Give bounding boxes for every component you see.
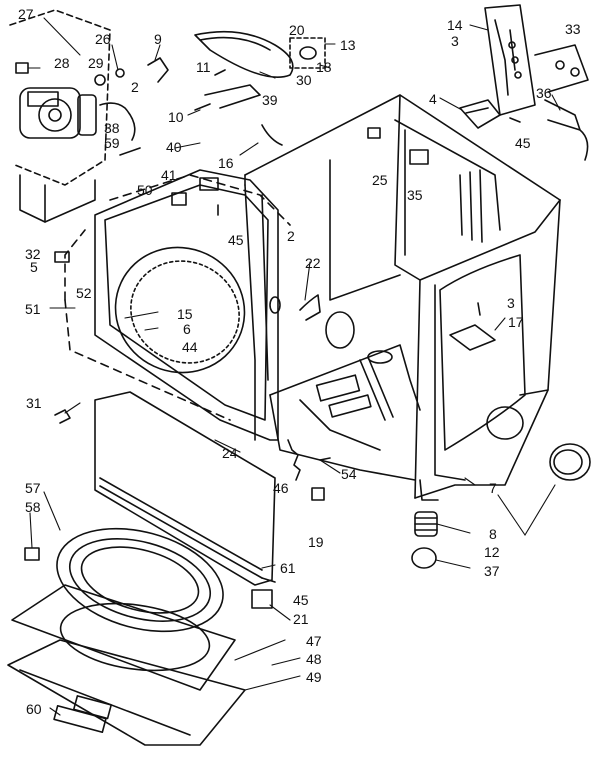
callout-12: 12 bbox=[484, 544, 500, 560]
callout-19: 19 bbox=[308, 534, 324, 550]
callout-3-right: 3 bbox=[507, 295, 515, 311]
door-assembly bbox=[7, 527, 273, 746]
callout-41: 41 bbox=[161, 167, 177, 183]
callout-14: 14 bbox=[447, 17, 463, 33]
belt-assembly bbox=[194, 30, 326, 111]
callout-33: 33 bbox=[565, 21, 581, 37]
callout-16: 16 bbox=[218, 155, 234, 171]
callout-45-low: 45 bbox=[293, 592, 309, 608]
callout-31: 22 bbox=[305, 255, 321, 271]
callout-20: 20 bbox=[289, 22, 305, 38]
callout-4: 4 bbox=[429, 91, 437, 107]
callout-57: 57 bbox=[25, 480, 41, 496]
small-parts bbox=[54, 117, 591, 583]
callout-13: 13 bbox=[340, 37, 356, 53]
toe-panel bbox=[94, 391, 325, 586]
callout-29: 29 bbox=[88, 55, 104, 71]
callout-58: 58 bbox=[25, 499, 41, 515]
callout-2-mid: 2 bbox=[287, 228, 295, 244]
callout-45-mid: 45 bbox=[228, 232, 244, 248]
callout-38: 38 bbox=[104, 120, 120, 136]
callout-17: 54 bbox=[341, 466, 357, 482]
callout-50: 50 bbox=[137, 182, 153, 198]
callout-2-top: 2 bbox=[131, 79, 139, 95]
callout-54: 24 bbox=[222, 445, 238, 461]
front-panel bbox=[64, 124, 291, 441]
callout-45-top: 45 bbox=[515, 135, 531, 151]
control-brackets bbox=[459, 4, 589, 161]
callout-46: 31 bbox=[26, 395, 42, 411]
callout-40: 40 bbox=[166, 139, 182, 155]
callout-7: 7 bbox=[489, 480, 497, 496]
callout-59: 59 bbox=[104, 135, 120, 151]
callout-26: 26 bbox=[95, 31, 111, 47]
callout-30: 30 bbox=[296, 72, 312, 88]
callout-48: 48 bbox=[306, 651, 322, 667]
callout-32: 32 bbox=[25, 246, 41, 262]
callout-37: 37 bbox=[484, 563, 500, 579]
callout-15: 15 bbox=[177, 306, 193, 322]
cabinet bbox=[244, 94, 561, 501]
callout-60: 60 bbox=[26, 701, 42, 717]
callout-49: 49 bbox=[306, 669, 322, 685]
callout-10: 10 bbox=[168, 109, 184, 125]
callout-51: 51 bbox=[25, 301, 41, 317]
callout-44: 44 bbox=[182, 339, 198, 355]
leader-lines bbox=[27, 17, 561, 716]
callout-35: 35 bbox=[407, 187, 423, 203]
callout-21: 21 bbox=[293, 611, 309, 627]
callout-36: 36 bbox=[536, 85, 552, 101]
callout-28: 28 bbox=[54, 55, 70, 71]
callout-6: 6 bbox=[183, 321, 191, 337]
callout-24: 17 bbox=[508, 314, 524, 330]
motor-assembly bbox=[9, 9, 169, 263]
callout-9: 9 bbox=[154, 31, 162, 47]
callout-47: 47 bbox=[306, 633, 322, 649]
callout-18: 18 bbox=[316, 59, 332, 75]
callout-61: 61 bbox=[280, 560, 296, 576]
callout-39: 39 bbox=[262, 92, 278, 108]
callout-25: 25 bbox=[372, 172, 388, 188]
callout-27: 27 bbox=[18, 6, 34, 22]
callout-22: 46 bbox=[273, 480, 289, 496]
callout-52: 52 bbox=[76, 285, 92, 301]
callout-5: 5 bbox=[30, 259, 38, 275]
callout-11: 11 bbox=[196, 59, 211, 75]
callout-3-top: 3 bbox=[451, 33, 459, 49]
callout-8: 8 bbox=[489, 526, 497, 542]
